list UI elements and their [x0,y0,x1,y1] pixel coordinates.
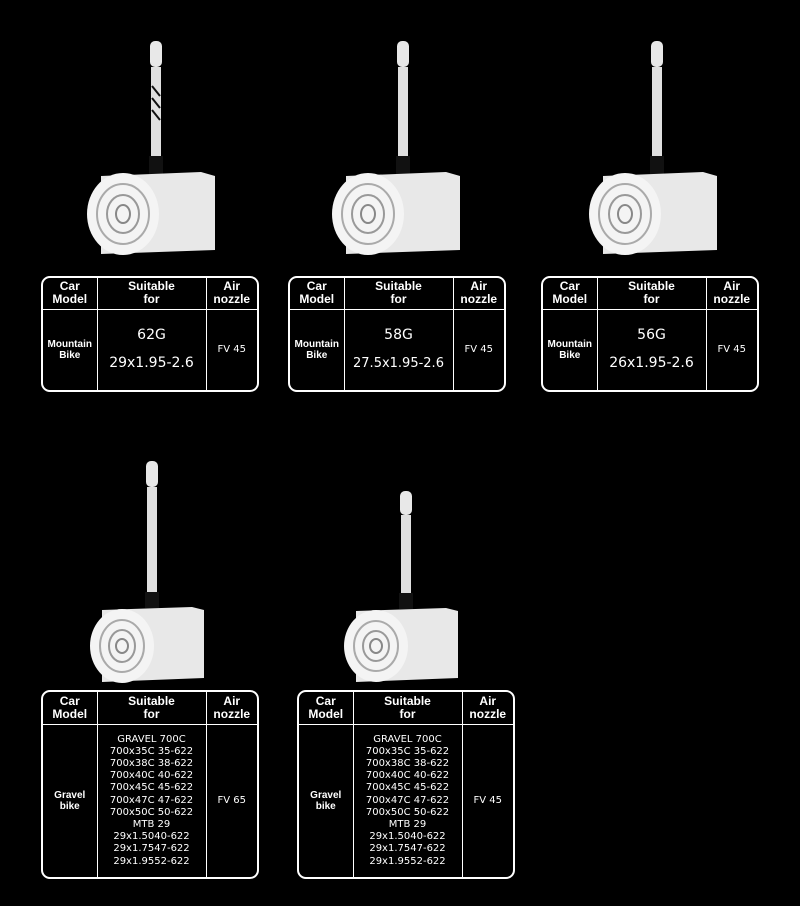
inner-tube-image [88,460,208,686]
air-nozzle-value: FV 65 [205,723,257,877]
air-nozzle-value: FV 45 [705,308,757,390]
suitable-for-value: GRAVEL 700C 700x35C 35-622 700x38C 38-62… [352,723,463,877]
inner-tube-image [328,38,464,258]
inner-tube-image [342,490,462,686]
air-nozzle-value: FV 45 [452,308,504,390]
inner-tube-image [585,38,721,258]
suitable-for-value: GRAVEL 700C 700x35C 35-622 700x38C 38-62… [96,723,207,877]
inner-tube-image [83,38,219,258]
air-nozzle-value: FV 45 [461,723,513,877]
air-nozzle-value: FV 45 [205,308,257,390]
